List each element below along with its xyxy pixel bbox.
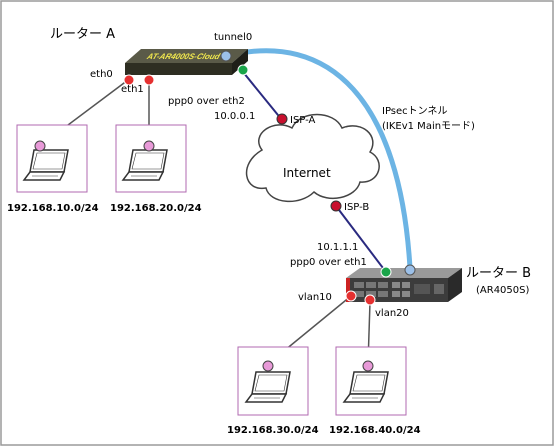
pc-port-dot [34, 140, 46, 152]
ipsec-tunnel-label: IPsecトンネル [382, 105, 447, 117]
network-label-3: 192.168.30.0/24 [227, 425, 319, 436]
network-label-4: 192.168.40.0/24 [329, 425, 421, 436]
router-b-title: ルーター B [466, 266, 531, 281]
laptop-icon [22, 149, 69, 181]
isp-a-node [276, 113, 288, 125]
internet-cloud [245, 113, 380, 203]
pc-port-dot [262, 360, 274, 372]
router-b-vlan20-label: vlan20 [375, 308, 409, 319]
ipsec-tunnel-line [223, 48, 413, 271]
router-a-ppp0-label: ppp0 over eth2 [168, 96, 245, 107]
router-a-title: ルーター A [50, 27, 115, 42]
router-b-ppp0-label: ppp0 over eth1 [290, 257, 367, 268]
pc-port-dot [362, 360, 374, 372]
laptop-icon [342, 371, 389, 403]
router-b-device [346, 268, 462, 302]
wan-link-b [335, 205, 387, 273]
router-a-port-ppp0 [237, 64, 249, 76]
router-a-device: AT-AR4000S-Cloud [125, 49, 248, 75]
router-a-device-text: AT-AR4000S-Cloud [145, 52, 222, 61]
pc-192-168-20 [115, 124, 187, 193]
router-b-port-ppp0 [380, 266, 392, 278]
network-label-2: 192.168.20.0/24 [110, 203, 202, 214]
router-b-ip-label: 10.1.1.1 [317, 242, 358, 253]
router-a-ip-label: 10.0.0.1 [214, 111, 255, 122]
isp-b-node [330, 200, 342, 212]
router-b-vlan10-label: vlan10 [298, 292, 332, 303]
router-b-port-vlan20 [364, 294, 376, 306]
laptop-icon [121, 149, 168, 181]
isp-b-label: ISP-B [344, 202, 369, 213]
router-a-eth0-label: eth0 [90, 69, 113, 80]
isp-a-label: ISP-A [290, 115, 315, 126]
pc-port-dot [143, 140, 155, 152]
pc-192-168-10 [16, 124, 88, 193]
network-label-1: 192.168.10.0/24 [7, 203, 99, 214]
internet-label: Internet [283, 166, 331, 180]
router-a-tunnel0-label: tunnel0 [214, 32, 252, 43]
wan-link-a [242, 71, 283, 121]
router-a-eth1-label: eth1 [121, 84, 144, 95]
pc-192-168-30 [237, 346, 309, 416]
router-b-model: (AR4050S) [476, 285, 529, 296]
ipsec-mode-label: (IKEv1 Mainモード) [382, 121, 475, 132]
router-b-port-tunnel [404, 264, 416, 276]
router-a-port-eth0 [123, 74, 135, 86]
router-a-port-eth1 [143, 74, 155, 86]
pc-192-168-40 [335, 346, 407, 416]
router-a-port-tunnel0 [220, 50, 232, 62]
router-b-port-vlan10 [345, 290, 357, 302]
laptop-icon [244, 371, 291, 403]
